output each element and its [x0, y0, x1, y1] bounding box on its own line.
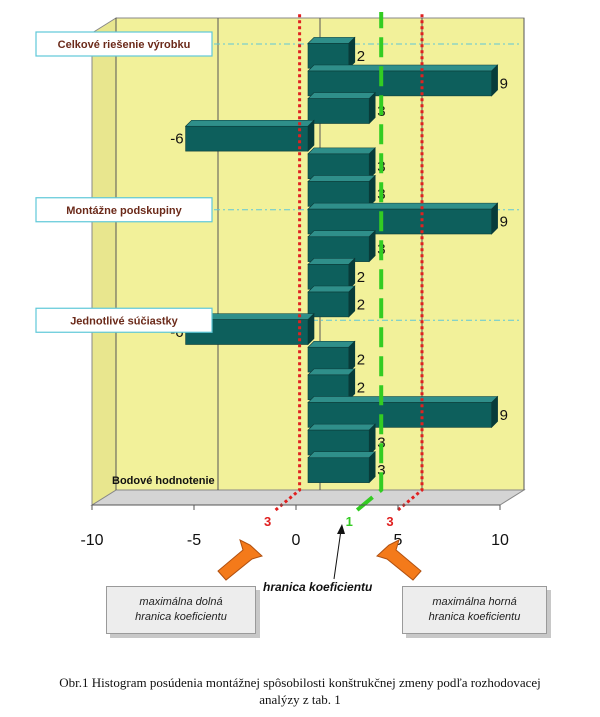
bar-value-label: 2: [357, 352, 365, 369]
reference-line-label: 1: [346, 514, 353, 529]
bar-top-face: [307, 202, 499, 210]
bar-front-face: [307, 70, 492, 97]
upper-limit-text-1: maximálna horná: [432, 596, 517, 608]
x-tick-label: -5: [187, 532, 201, 549]
bar: [307, 257, 356, 290]
bar-top-face: [307, 396, 499, 403]
bar: [307, 91, 376, 125]
bar-value-label: 9: [500, 407, 508, 424]
bar: [184, 119, 315, 152]
lower-limit-callout: maximálna dolná hranica koeficientu: [106, 586, 256, 634]
bar-value-label: 2: [357, 269, 365, 286]
bar-top-face: [307, 368, 356, 376]
bar-front-face: [307, 153, 370, 180]
bar: [307, 340, 356, 373]
bar-front-face: [307, 208, 492, 235]
caption-line-1: Obr.1 Histogram posúdenia montážnej spôs…: [59, 675, 541, 690]
bar: [307, 147, 376, 180]
hranica-pointer: [333, 529, 342, 580]
bar-front-face: [307, 429, 370, 456]
bar-value-label: 2: [357, 48, 365, 65]
bar: [307, 230, 376, 263]
bar: [307, 36, 356, 69]
bar-value-label: -6: [170, 131, 183, 148]
bar-top-face: [307, 285, 356, 293]
bar-front-face: [307, 402, 492, 428]
bar-value-label: 3: [377, 462, 385, 479]
bar-top-face: [307, 230, 376, 238]
bar-top-face: [307, 175, 376, 182]
bar: [307, 174, 376, 208]
upper-limit-text-2: hranica koeficientu: [428, 611, 521, 623]
reference-line-red: [397, 12, 424, 512]
bar: [307, 423, 376, 456]
arrow-right-icon: [376, 539, 422, 581]
bar-front-face: [307, 181, 370, 207]
lower-limit-text-2: hranica koeficientu: [135, 611, 227, 623]
bar-value-label: 2: [357, 379, 365, 396]
bar-top-face: [307, 147, 376, 155]
bar-value-label: 2: [357, 296, 365, 313]
section-label: Celkové riešenie výrobku: [58, 39, 191, 51]
chart-side-wall: [91, 17, 117, 506]
section-box: [35, 197, 213, 223]
section-label: Montážne podskupiny: [66, 205, 182, 217]
figure-caption: Obr.1 Histogram posúdenia montážnej spôs…: [0, 674, 600, 708]
bar-top-face: [307, 451, 376, 459]
chart-floor: [90, 489, 526, 506]
bar: [307, 451, 376, 484]
reference-line-red: [274, 12, 302, 512]
section-box: [35, 307, 213, 333]
bar: [307, 202, 499, 235]
bar-front-face: [307, 236, 370, 262]
arrow-left-icon: [217, 539, 263, 581]
bar-front-face: [307, 98, 370, 124]
bar-top-face: [307, 37, 356, 44]
caption-line-2: analýzy z tab. 1: [259, 692, 341, 707]
bar-value-label: 9: [500, 75, 508, 92]
bar-value-label: 9: [500, 214, 508, 231]
lower-limit-text-1: maximálna dolná: [139, 596, 223, 608]
bar-front-face: [307, 346, 350, 373]
bar-top-face: [307, 258, 356, 265]
x-tick-label: -10: [80, 532, 103, 549]
section-label: Jednotlivé súčiastky: [70, 315, 178, 327]
axis-title: Bodové hodnotenie: [112, 475, 215, 487]
x-tick-label: 0: [292, 532, 301, 549]
bar-front-face: [307, 264, 350, 290]
bar: [307, 368, 356, 401]
bar: [307, 64, 499, 97]
reference-line-label: 3: [264, 514, 271, 529]
hranica-pointer-head: [337, 524, 345, 534]
bar-front-face: [307, 457, 370, 483]
bar: [307, 285, 356, 318]
bar-front-face: [185, 125, 309, 152]
bar-front-face: [307, 374, 350, 401]
reference-line-label: 3: [386, 514, 393, 529]
bar-front-face: [307, 291, 350, 318]
bar: [307, 395, 499, 429]
bar-top-face: [307, 340, 356, 348]
bar-top-face: [307, 92, 376, 99]
bar-top-face: [184, 119, 315, 127]
bar-top-face: [307, 64, 499, 72]
x-tick-label: 10: [491, 532, 509, 549]
hranica-label: hranica koeficientu: [263, 580, 373, 594]
bar-top-face: [307, 423, 376, 431]
reference-line-green: [355, 12, 384, 512]
section-box: [35, 31, 213, 57]
bar-front-face: [307, 43, 350, 69]
bar-value-label: 3: [377, 435, 385, 452]
upper-limit-callout: maximálna horná hranica koeficientu: [402, 586, 547, 634]
